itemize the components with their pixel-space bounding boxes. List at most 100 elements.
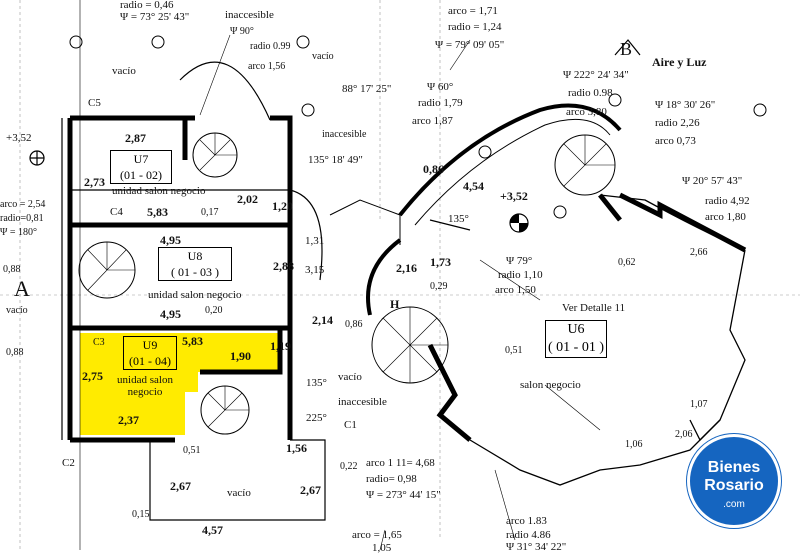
label-dim-214: 2,14 [312, 313, 333, 327]
label-vacio-top: vacío [312, 51, 334, 62]
label-dim-029: 0,29 [430, 281, 448, 292]
label-C1: C1 [344, 419, 357, 431]
label-psi-90: Ψ 90° [230, 26, 254, 37]
label-arco-380: arco 3,80 [566, 106, 607, 118]
label-dim-206: 2,06 [675, 429, 693, 440]
label-dim-020: 0,20 [205, 305, 223, 316]
label-dim-495-a: 4,95 [160, 233, 181, 247]
label-psi-222: Ψ 222° 24' 34" [563, 69, 629, 81]
bienes-rosario-logo: Bienes Rosario .com [687, 434, 781, 528]
unit-u9-box: U9 (01 - 04) [123, 336, 177, 370]
label-aire-luz: Aire y Luz [652, 55, 707, 69]
label-ver-detalle: Ver Detalle 11 [562, 302, 626, 314]
label-dim-106: 1,06 [625, 439, 643, 450]
label-dim-266: 2,66 [690, 247, 708, 258]
label-dim-495-b: 4,95 [160, 307, 181, 321]
label-dim-015: 0,15 [132, 509, 150, 520]
label-angle-135-b: 135° [448, 213, 469, 225]
label-dim-086b: 0,86 [423, 162, 444, 176]
label-C5: C5 [88, 97, 101, 109]
unit-u7-name: U7 [133, 152, 149, 166]
label-psi-79: Ψ 79° [506, 255, 533, 267]
label-dim-190: 1,90 [230, 349, 251, 363]
label-dim-017: 0,17 [201, 207, 219, 218]
label-radio-081: radio=0,81 [0, 213, 44, 224]
label-vacio-mid: vacío [338, 371, 362, 383]
label-dim-088b: 0,88 [6, 347, 24, 358]
label-C3: C3 [93, 337, 105, 348]
label-dim-583-a: 5,83 [147, 205, 168, 219]
label-dim-105: 1,05 [372, 542, 392, 554]
label-angle-225: 225° [306, 412, 327, 424]
logo-line2: Rosario [704, 477, 764, 494]
label-vacio-left: vacío [112, 65, 136, 77]
label-radio-179: radio 1,79 [418, 97, 463, 109]
label-H: H [390, 297, 400, 311]
label-dim-216: 2,16 [396, 261, 417, 275]
label-dim-457: 4,57 [202, 523, 223, 537]
label-elev-352-left: +3,52 [6, 132, 32, 144]
label-dim-051b: 0,51 [505, 345, 523, 356]
label-A: A [14, 276, 30, 301]
label-dim-275: 2,75 [82, 369, 103, 383]
label-dim-454: 4,54 [463, 179, 484, 193]
label-radio-486: radio 4.86 [506, 529, 551, 541]
label-dim-288: 2,88 [273, 259, 294, 273]
label-radio-099: radio 0.99 [250, 41, 291, 52]
label-dim-267-b: 2,67 [300, 483, 321, 497]
label-psi-79-09: Ψ = 79° 09' 05" [435, 39, 505, 51]
label-arco-254: arco = 2,54 [0, 199, 46, 210]
label-angle-135-18: 135° 18' 49" [308, 154, 363, 166]
label-dim-051: 0,51 [183, 445, 201, 456]
label-B: B [620, 39, 633, 59]
label-C2: C2 [62, 457, 75, 469]
label-arco-171: arco = 1,71 [448, 5, 498, 17]
label-psi-18: Ψ 18° 30' 26" [655, 99, 716, 111]
label-dim-315: 3,15 [305, 264, 325, 276]
unit-u7-desc: unidad salon negocio [112, 185, 206, 197]
label-dim-237: 2,37 [118, 413, 139, 427]
label-psi-60: Ψ 60° [427, 81, 454, 93]
label-dim-131: 1,31 [305, 235, 325, 247]
label-arco-156: arco 1,56 [248, 61, 286, 72]
label-dim-086: 0,86 [345, 319, 363, 330]
label-vacio-A: vacío [6, 305, 28, 316]
label-elev-352-mid: +3,52 [500, 189, 528, 203]
label-dim-107: 1,07 [690, 399, 708, 410]
label-radio-124: radio = 1,24 [448, 21, 502, 33]
label-radio-110: radio 1,10 [498, 269, 543, 281]
label-dim-173: 1,73 [430, 255, 451, 269]
label-C4: C4 [110, 206, 123, 218]
label-dim-273: 2,73 [84, 175, 105, 189]
logo-line3: .com [723, 499, 745, 510]
unit-u9-code: (01 - 04) [129, 354, 171, 368]
unit-u6-desc: salon negocio [520, 379, 581, 391]
label-radio-098: radio 0.98 [568, 87, 613, 99]
label-radio-492: radio 4,92 [705, 195, 750, 207]
label-inaccesible-mid: inaccesible [322, 129, 367, 140]
label-dim-156: 1,56 [286, 441, 307, 455]
unit-u6-code: ( 01 - 01 ) [548, 340, 604, 355]
label-vacio-bottom: vacío [227, 487, 251, 499]
label-psi-20: Ψ 20° 57' 43" [682, 175, 743, 187]
label-dim-267-a: 2,67 [170, 479, 191, 493]
label-dim-088: 0,88 [3, 264, 21, 275]
unit-u6-box: U6 ( 01 - 01 ) [545, 320, 607, 358]
label-radio-098b: radio= 0,98 [366, 473, 417, 485]
logo-line1: Bienes [707, 459, 761, 476]
label-angle-135-a: 135° [306, 377, 327, 389]
unit-u8-box: U8 ( 01 - 03 ) [158, 247, 232, 281]
label-psi-top: Ψ = 73° 25' 43" [120, 11, 190, 23]
unit-u6-name: U6 [567, 322, 585, 337]
unit-u8-desc: unidad salon negocio [148, 289, 242, 301]
label-dim-022: 0,22 [340, 461, 358, 472]
label-dim-202: 2,02 [237, 192, 258, 206]
label-dim-062: 0,62 [618, 257, 636, 268]
label-dim-287: 2,87 [125, 131, 146, 145]
unit-u9-name: U9 [142, 338, 158, 352]
label-arco-183: arco 1.83 [506, 515, 547, 527]
label-arco-150: arco 1,50 [495, 284, 536, 296]
label-arco-165: arco = 1,65 [352, 529, 402, 541]
label-psi-180: Ψ = 180° [0, 227, 38, 238]
